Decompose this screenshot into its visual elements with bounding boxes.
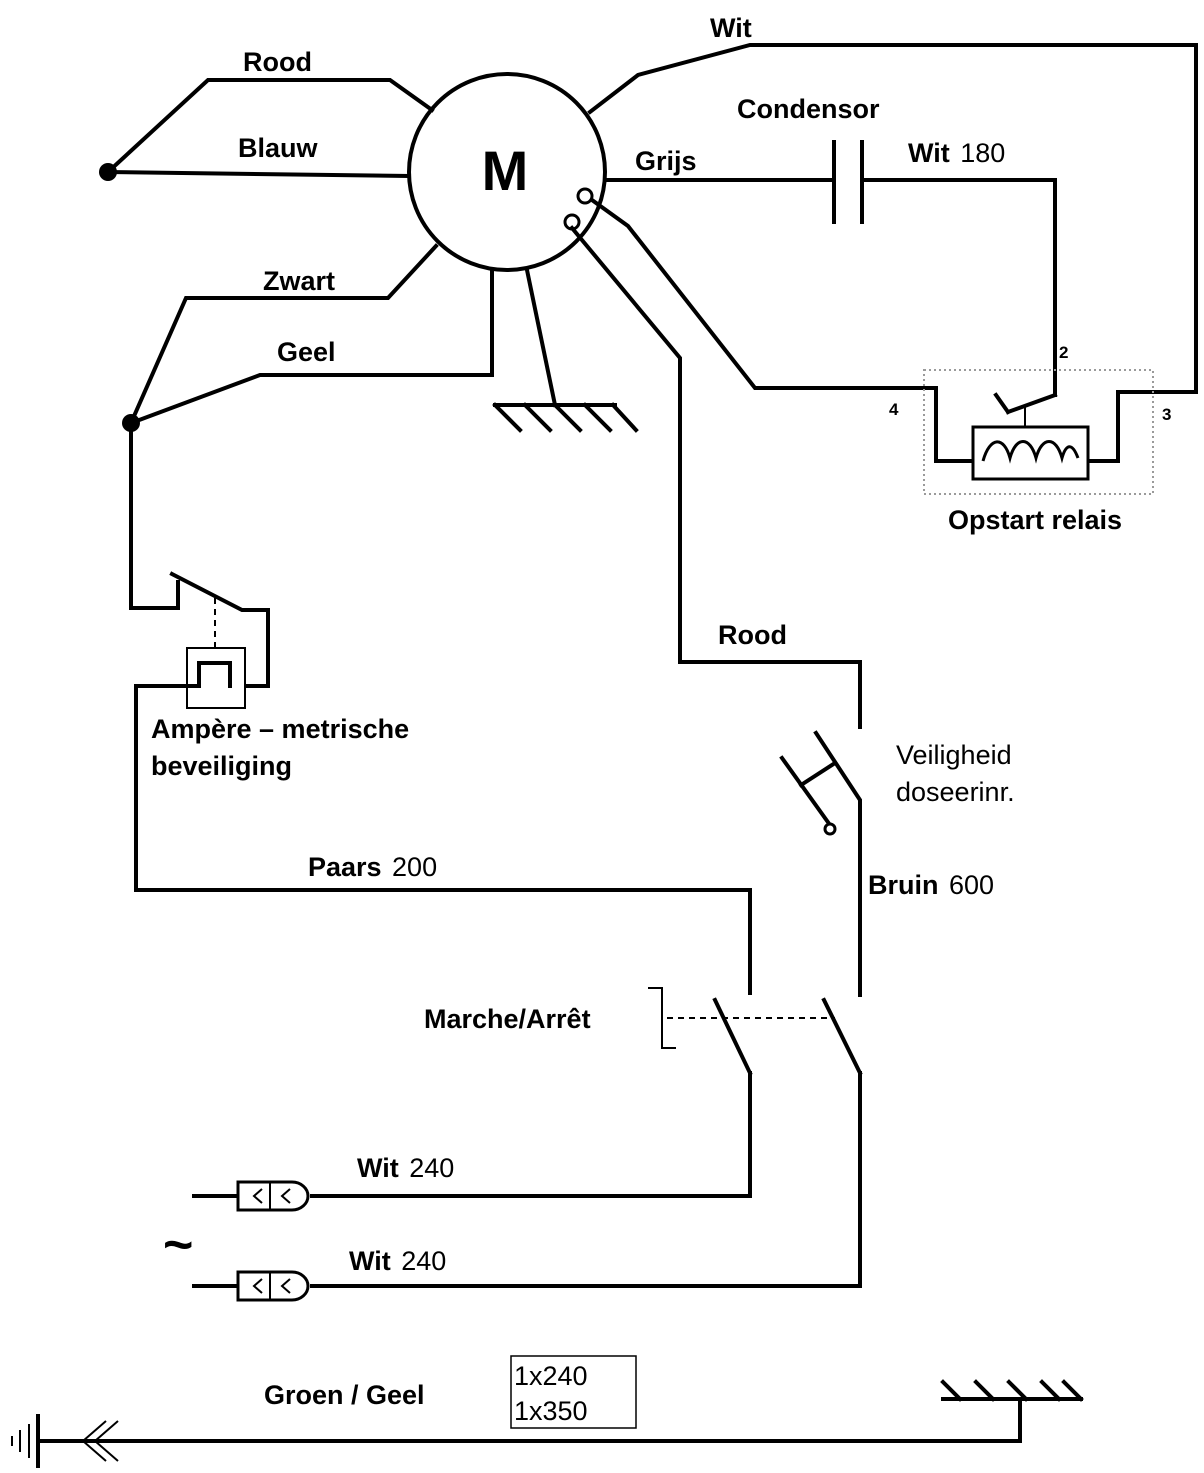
safety-label-line2: doseerinr.	[896, 777, 1015, 807]
label-paars-200-color: Paars	[308, 852, 382, 882]
label-wit-240-b-color: Wit	[349, 1246, 391, 1276]
label-bruin-600-size: 600	[949, 870, 994, 900]
wire-wit-180	[860, 178, 1057, 397]
label-paars-200-size: 200	[392, 852, 437, 882]
start-relay	[923, 369, 1154, 495]
label-grijs: Grijs	[635, 146, 697, 176]
label-blauw: Blauw	[238, 133, 319, 163]
motor: M	[407, 72, 607, 272]
label-zwart: Zwart	[263, 266, 335, 296]
label-bruin-600-color: Bruin	[868, 870, 939, 900]
condensor-symbol	[832, 140, 864, 224]
label-wit-180: Wit 180	[908, 138, 1005, 168]
junction-dot-top	[99, 163, 117, 181]
wire-geel	[128, 268, 494, 426]
label-paars-200: Paars 200	[308, 852, 437, 882]
label-bruin-600: Bruin 600	[868, 870, 994, 900]
wire-blauw	[105, 169, 412, 179]
label-rood-mid: Rood	[718, 620, 787, 650]
protection-label-line1: Ampère – metrische	[151, 714, 409, 744]
relay-pin-2: 2	[1059, 343, 1068, 362]
label-geel: Geel	[277, 337, 336, 367]
ground-symbol-motor	[492, 402, 639, 433]
earth-plug-symbol	[11, 1414, 119, 1468]
label-wit-top: Wit	[710, 13, 752, 43]
protection-label-line2: beveiliging	[151, 751, 292, 781]
earth-line	[78, 1379, 1084, 1443]
earth-box-line1: 1x240	[514, 1361, 588, 1391]
relay-pin-4: 4	[889, 400, 899, 419]
label-wit-240-a-size: 240	[409, 1153, 454, 1183]
safety-switch	[779, 730, 862, 997]
label-groen-geel: Groen / Geel	[264, 1380, 425, 1410]
relay-pin-3: 3	[1162, 405, 1171, 424]
label-wit-240-b-size: 240	[401, 1246, 446, 1276]
earth-wire-size-box	[510, 1355, 637, 1429]
wire-zwart	[128, 243, 439, 426]
label-wit-240-a: Wit 240	[357, 1153, 454, 1183]
wire-rood-mid	[569, 225, 862, 729]
ac-symbol: ~	[163, 1216, 193, 1274]
wire-wit-top	[587, 43, 1198, 394]
label-condensor: Condensor	[737, 94, 880, 124]
safety-label-line1: Veiligheid	[896, 740, 1012, 770]
on-off-switch	[310, 987, 863, 1288]
wire-rood-top	[105, 78, 435, 175]
wire-ground-motor	[524, 267, 558, 408]
plug-2	[192, 1270, 310, 1302]
relay-title: Opstart relais	[948, 505, 1122, 535]
overcurrent-protection	[129, 421, 752, 995]
label-rood-top: Rood	[243, 47, 312, 77]
plug-1	[192, 1180, 310, 1212]
earth-box-line2: 1x350	[514, 1396, 588, 1426]
wire-thermal-to-relay	[589, 197, 938, 390]
label-wit-240-b: Wit 240	[349, 1246, 446, 1276]
label-wit-180-size: 180	[960, 138, 1005, 168]
switch-label: Marche/Arrêt	[424, 1004, 591, 1034]
motor-symbol: M	[482, 139, 529, 202]
label-wit-180-color: Wit	[908, 138, 950, 168]
label-wit-240-a-color: Wit	[357, 1153, 399, 1183]
